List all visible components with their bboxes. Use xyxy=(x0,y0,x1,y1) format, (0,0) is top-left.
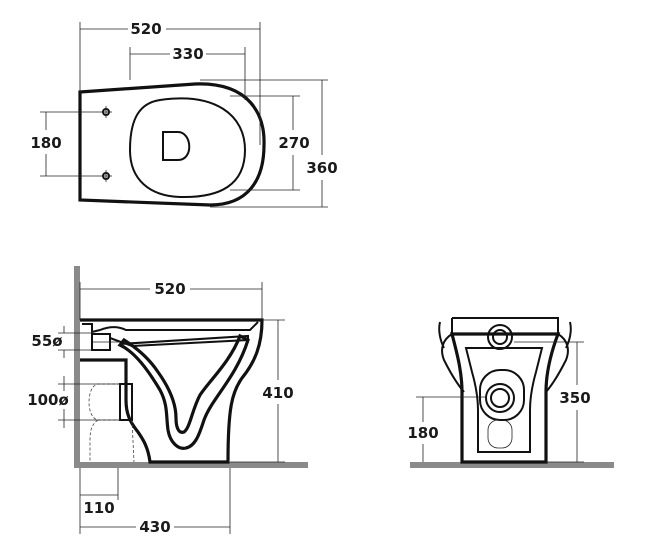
side-view: 520 55ø 100ø 410 110 430 xyxy=(27,266,308,536)
top-view: 520 330 270 360 180 xyxy=(30,20,338,208)
dimension-outlet-diameter: 100ø xyxy=(27,391,69,409)
dimension-outlet-offset: 110 xyxy=(83,499,114,517)
front-view-outlet-outer xyxy=(485,383,515,413)
front-view-rim xyxy=(438,317,572,393)
top-view-inner-rim xyxy=(128,97,247,199)
front-view-inlet-outer xyxy=(487,324,513,350)
side-view-rim xyxy=(82,321,259,334)
fixing-hole-icon xyxy=(100,170,112,182)
side-view-flush-channel xyxy=(109,334,249,348)
front-floor xyxy=(410,462,614,468)
front-view: 350 180 xyxy=(407,317,614,468)
floor xyxy=(74,462,308,468)
dimension-inlet-diameter: 55ø xyxy=(31,332,62,350)
front-view-body-inner xyxy=(464,347,544,453)
dimension-depth: 360 xyxy=(306,159,337,177)
dimension-top-width: 520 xyxy=(130,20,161,38)
dimension-fixing-spacing: 180 xyxy=(30,134,61,152)
dimension-inner-width: 330 xyxy=(172,45,203,63)
fixing-hole-icon xyxy=(100,106,112,118)
front-view-outlet-inner xyxy=(490,388,510,408)
front-view-inlet-inner xyxy=(492,329,508,345)
dimension-height: 410 xyxy=(262,384,293,402)
top-view-bowl-outline xyxy=(78,82,266,207)
front-view-fixing-recess xyxy=(487,419,513,449)
dimension-side-width: 520 xyxy=(154,280,185,298)
dimension-floor-depth: 430 xyxy=(139,518,170,536)
side-view-outlet-collar xyxy=(119,383,133,421)
dimension-inner-depth: 270 xyxy=(278,134,309,152)
dimension-front-fixing-height: 180 xyxy=(407,424,438,442)
wall xyxy=(74,266,80,468)
side-view-trapway xyxy=(117,333,250,450)
dimension-front-height: 350 xyxy=(559,389,590,407)
top-view-drain xyxy=(162,131,191,161)
